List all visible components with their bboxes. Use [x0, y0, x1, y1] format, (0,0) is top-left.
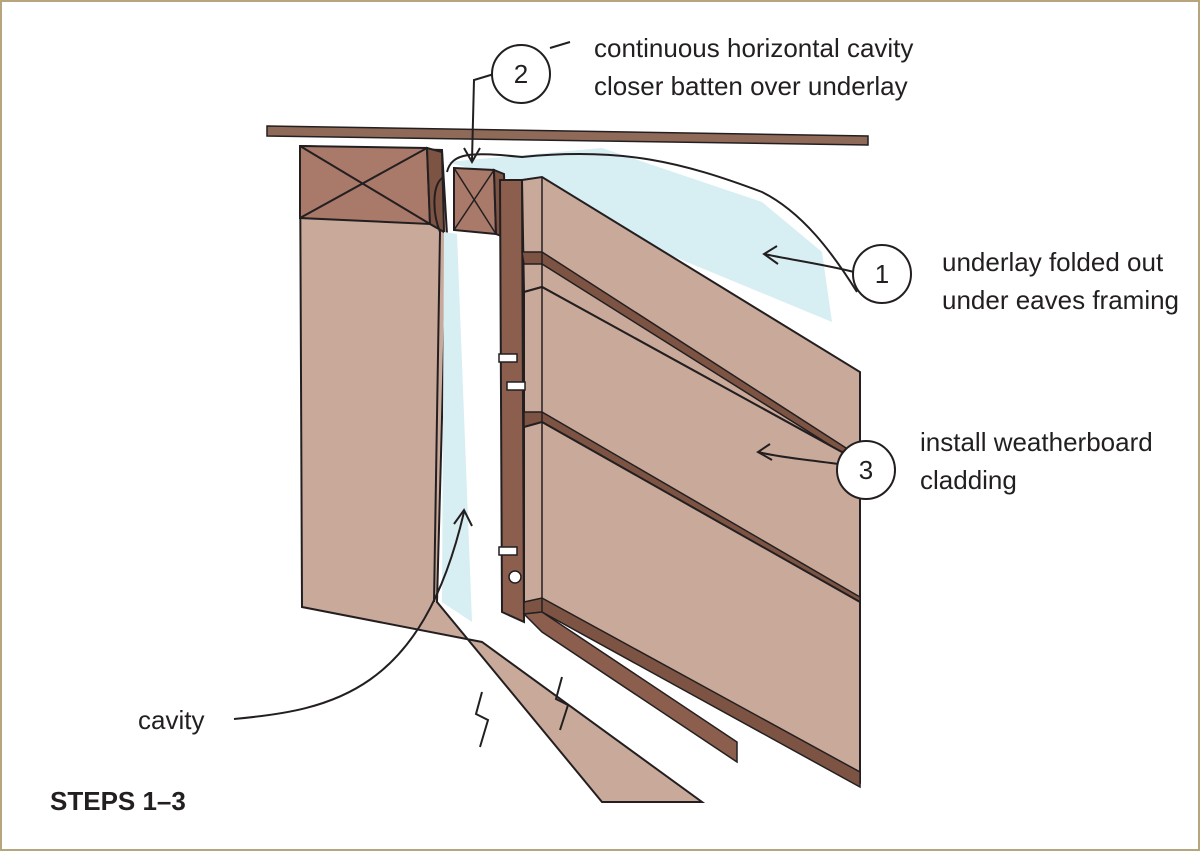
- vertical-cavity-batten: [498, 179, 526, 624]
- callout-number-2: 2: [491, 44, 551, 104]
- cavity-closer-batten: [453, 166, 508, 240]
- nails: [498, 353, 526, 584]
- callout-1-text-line-1: underlay folded out: [942, 247, 1164, 277]
- top-plate-block: [299, 144, 446, 234]
- leader-lines: [233, 41, 855, 720]
- callout-number-1: 1: [852, 244, 912, 304]
- callout-1-text-line-2: under eaves framing: [942, 285, 1180, 315]
- callout-3-text-line-1: install weatherboard: [920, 427, 1153, 457]
- callout-number-3: 3: [836, 440, 896, 500]
- eaves-soffit-board: [266, 125, 869, 146]
- cavity-label: cavity: [138, 705, 205, 735]
- weatherboard-cladding: [520, 175, 861, 789]
- callout-2-text-line-2: closer batten over underlay: [594, 71, 908, 101]
- callout-3-text-line-2: cladding: [920, 465, 1017, 495]
- callout-2-text-line-1: continuous horizontal cavity: [594, 33, 914, 63]
- break-marks: [474, 676, 570, 748]
- steps-title: STEPS 1–3: [50, 786, 186, 816]
